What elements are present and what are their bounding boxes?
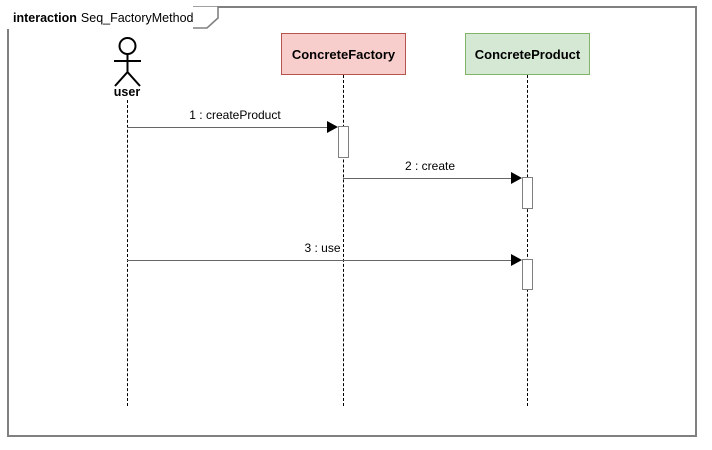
participant-concrete-factory[interactable]: ConcreteFactory — [281, 33, 406, 75]
message-1-label: 1 : createProduct — [189, 108, 281, 122]
lifeline-user — [127, 100, 128, 406]
frame-tab-label: interaction Seq_FactoryMethod — [7, 6, 194, 29]
activation-bar-product-2 — [522, 259, 533, 290]
lifeline-concrete-factory — [343, 75, 344, 406]
message-3-label: 3 : use — [304, 241, 341, 255]
message-2-label: 2 : create — [404, 159, 456, 173]
activation-bar-product-1 — [522, 177, 533, 209]
message-2-arrowhead — [511, 172, 522, 184]
participant-concrete-product-label: ConcreteProduct — [474, 46, 581, 62]
frame-kind-label: interaction — [13, 10, 77, 25]
message-3-line — [127, 260, 516, 261]
message-3-arrowhead — [511, 254, 522, 266]
participant-concrete-factory-label: ConcreteFactory — [291, 46, 396, 62]
lifeline-concrete-product — [527, 75, 528, 406]
frame-name-label: Seq_FactoryMethod — [80, 10, 194, 25]
message-1-arrowhead — [327, 121, 338, 133]
actor-user-figure — [114, 37, 141, 87]
message-2-line — [343, 178, 516, 179]
participant-concrete-product[interactable]: ConcreteProduct — [465, 33, 590, 75]
activation-bar-factory-1 — [338, 126, 349, 158]
message-1-line — [127, 127, 332, 128]
actor-user-label: user — [113, 85, 141, 99]
